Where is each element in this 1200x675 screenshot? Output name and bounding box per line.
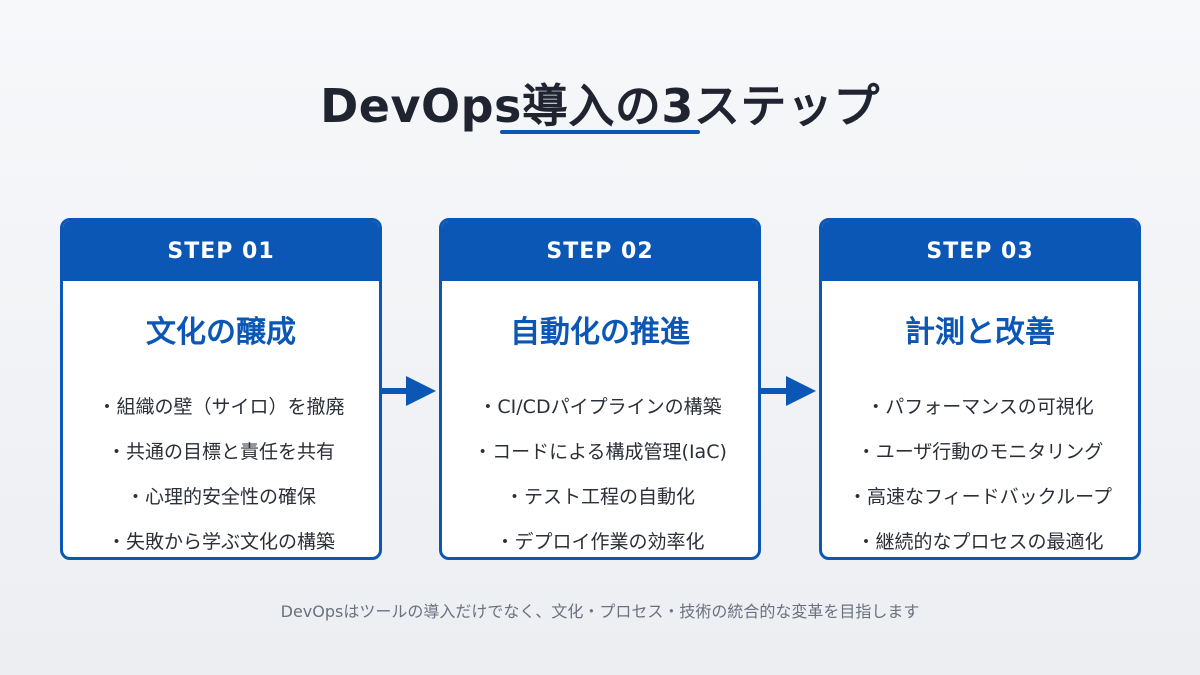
step-card-1: STEP 01 文化の醸成 ・組織の壁（サイロ）を撤廃 ・共通の目標と責任を共有… — [60, 218, 382, 560]
step-item: ・コードによる構成管理(IaC) — [473, 441, 727, 463]
step-item: ・心理的安全性の確保 — [125, 486, 316, 508]
step-item: ・共通の目標と責任を共有 — [106, 441, 335, 463]
step-heading: 自動化の推進 — [510, 315, 690, 350]
step-label: STEP 03 — [822, 221, 1138, 281]
step-item: ・失敗から学ぶ文化の構築 — [106, 531, 335, 553]
page-title: DevOps導入の3ステップ — [320, 79, 880, 133]
step-item-list: ・パフォーマンスの可視化 ・ユーザ行動のモニタリング ・高速なフィードバックルー… — [822, 385, 1138, 557]
step-item: ・ユーザ行動のモニタリング — [856, 441, 1104, 463]
footer-note: DevOpsはツールの導入だけでなく、文化・プロセス・技術の統合的な変革を目指し… — [280, 602, 920, 621]
step-item-list: ・CI/CDパイプラインの構築 ・コードによる構成管理(IaC) ・テスト工程の… — [442, 385, 758, 557]
step-label: STEP 01 — [63, 221, 379, 281]
step-item: ・継続的なプロセスの最適化 — [856, 531, 1104, 553]
step-item-list: ・組織の壁（サイロ）を撤廃 ・共通の目標と責任を共有 ・心理的安全性の確保 ・失… — [63, 385, 379, 557]
title-underline — [500, 130, 700, 134]
step-item: ・パフォーマンスの可視化 — [866, 396, 1094, 418]
step-heading: 文化の醸成 — [146, 315, 296, 350]
right-arrow-icon — [760, 376, 816, 406]
step-label: STEP 02 — [442, 221, 758, 281]
step-item: ・組織の壁（サイロ）を撤廃 — [97, 396, 345, 418]
step-item: ・テスト工程の自動化 — [504, 486, 695, 508]
step-card-2: STEP 02 自動化の推進 ・CI/CDパイプラインの構築 ・コードによる構成… — [439, 218, 761, 560]
step-heading: 計測と改善 — [905, 315, 1055, 350]
step-card-3: STEP 03 計測と改善 ・パフォーマンスの可視化 ・ユーザ行動のモニタリング… — [819, 218, 1141, 560]
step-item: ・デプロイ作業の効率化 — [495, 531, 705, 553]
title-area: DevOps導入の3ステップ — [0, 70, 1200, 136]
step-item: ・CI/CDパイプラインの構築 — [478, 396, 722, 418]
right-arrow-icon — [380, 376, 436, 406]
step-item: ・高速なフィードバックループ — [848, 486, 1112, 508]
